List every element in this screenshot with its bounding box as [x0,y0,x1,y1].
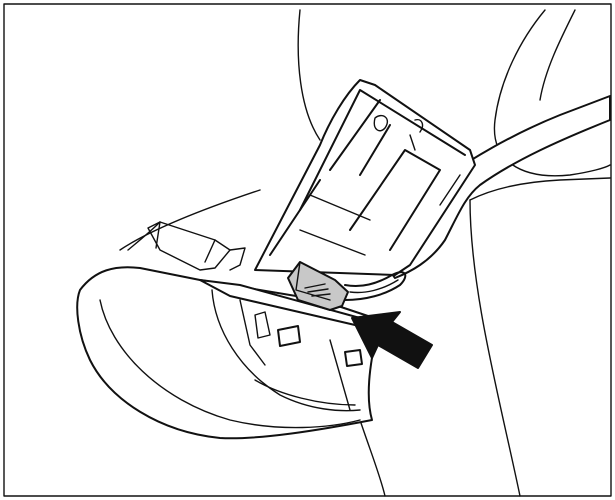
indicator-arrow [351,311,433,369]
anchor-bracket [254,79,476,276]
seat-background [119,9,611,497]
arrow-icon [351,311,433,369]
figure-frame [3,3,612,497]
retaining-clip [287,261,407,311]
